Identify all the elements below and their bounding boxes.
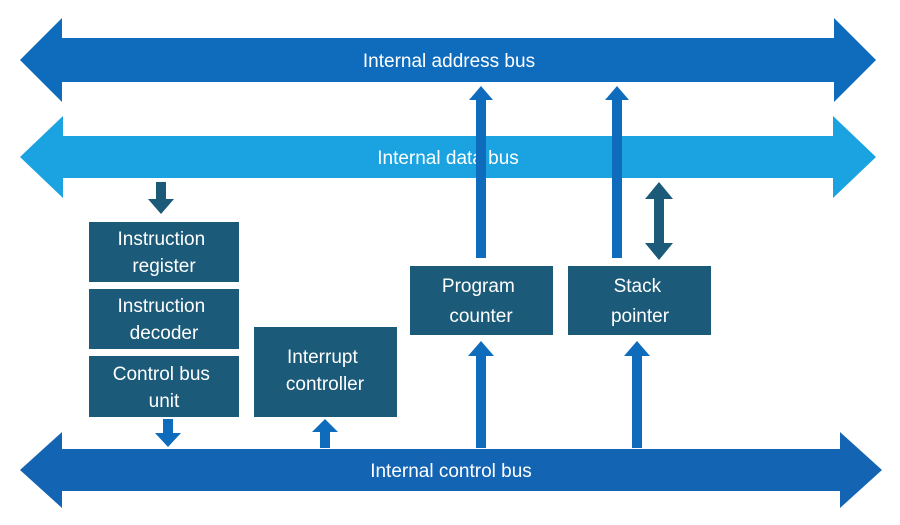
instruction-register-box: [89, 222, 239, 282]
internal-control-bus: Internal control bus: [20, 432, 882, 508]
program-counter-box: [410, 266, 553, 335]
program-counter-to-address-bus-arrow: [469, 86, 493, 258]
program-counter-label-line-1: Program: [442, 276, 515, 297]
stack-pointer-box: [568, 266, 711, 335]
stack-pointer-label-line-1: Stack: [614, 276, 662, 297]
internal-data-bus: Internal data bus: [20, 116, 876, 198]
control-bus-unit-box: [89, 356, 239, 417]
instruction-register-label-line-2: register: [132, 256, 196, 277]
stack-pointer-label-line-2: pointer: [611, 306, 670, 327]
address-bus-label: Internal address bus: [363, 51, 535, 72]
internal-address-bus: Internal address bus: [20, 18, 876, 102]
instruction-decoder-label-line-2: decoder: [130, 323, 199, 344]
stack-pointer-data-bus-bidirectional-arrow: [645, 182, 673, 260]
control-unit-to-control-bus-arrow: [155, 419, 181, 447]
svg-text:Stack pointer: Stack pointer: [611, 276, 670, 327]
data-bus-label: Internal data bus: [377, 148, 519, 169]
instruction-register-block: Instruction register: [89, 222, 239, 282]
data-bus-arrow: [20, 116, 876, 198]
svg-text:Control bus unit: Control bus unit: [113, 364, 215, 412]
instruction-decoder-box: [89, 289, 239, 349]
svg-text:Program counter: Program counter: [442, 276, 520, 327]
interrupt-controller-label-line-1: Interrupt: [287, 347, 358, 368]
svg-text:Interrupt controller: Interrupt controller: [286, 347, 365, 395]
control-bus-unit-label-line-2: unit: [149, 391, 180, 412]
control-bus-to-program-counter-arrow: [468, 341, 494, 448]
stack-pointer-block: Stack pointer: [568, 266, 711, 335]
interrupt-controller-box: [254, 327, 397, 417]
data-to-instruction-register-arrow: [148, 182, 174, 214]
stack-pointer-to-address-bus-arrow: [605, 86, 629, 258]
address-bus-arrow: [20, 18, 876, 102]
interrupt-controller-label-line-2: controller: [286, 374, 365, 395]
instruction-decoder-block: Instruction decoder: [89, 289, 239, 349]
program-counter-label-line-2: counter: [449, 306, 513, 327]
instruction-decoder-label-line-1: Instruction: [118, 296, 206, 317]
control-bus-to-stack-pointer-arrow: [624, 341, 650, 448]
control-bus-arrow: [20, 432, 882, 508]
instruction-register-label-line-1: Instruction: [118, 229, 206, 250]
control-bus-label: Internal control bus: [370, 461, 532, 482]
control-bus-unit-label-line-1: Control bus: [113, 364, 210, 385]
control-bus-to-interrupt-controller-arrow: [312, 419, 338, 448]
svg-text:Instruction register: Instruction register: [118, 229, 211, 277]
program-counter-block: Program counter: [410, 266, 553, 335]
control-bus-unit-block: Control bus unit: [89, 356, 239, 417]
interrupt-controller-block: Interrupt controller: [254, 327, 397, 417]
svg-text:Instruction decoder: Instruction decoder: [118, 296, 211, 344]
